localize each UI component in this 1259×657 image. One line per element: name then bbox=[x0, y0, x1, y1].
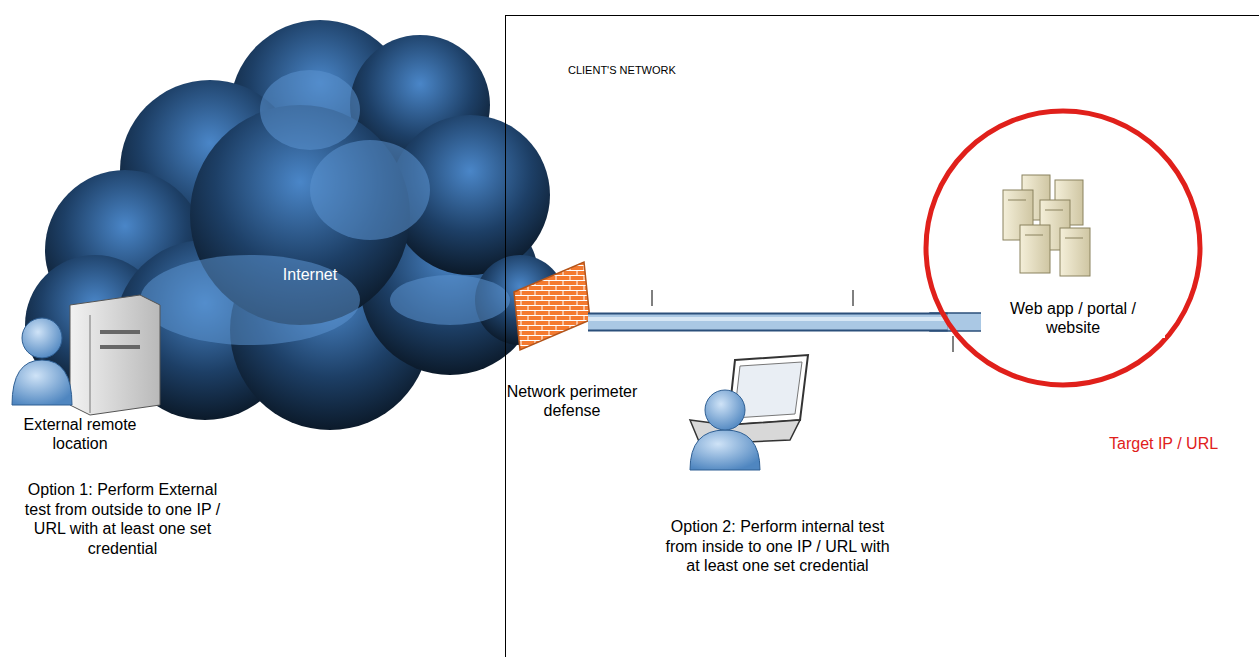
person-icon bbox=[12, 318, 72, 405]
target-label: Target IP / URL bbox=[1109, 434, 1249, 453]
cloud-label: Internet bbox=[260, 265, 360, 284]
internet-cloud bbox=[25, 20, 565, 430]
option-note: Option 2: Perform internal test from ins… bbox=[660, 517, 895, 576]
firewall-icon bbox=[514, 262, 590, 350]
option-note: Option 1: Perform External test from out… bbox=[15, 480, 230, 558]
circle-outline bbox=[923, 108, 1203, 388]
node-label: External remote location bbox=[5, 415, 155, 453]
network-boundary: Web app / portal / websiteTarget IP / UR… bbox=[505, 15, 1259, 657]
person-icon bbox=[690, 390, 760, 470]
network-bus bbox=[588, 319, 948, 322]
bus-shine bbox=[588, 317, 948, 321]
target-circle: Web app / portal / websiteTarget IP / UR… bbox=[923, 108, 1203, 388]
cloud-highlights bbox=[140, 70, 510, 345]
remote-location: External remote location bbox=[5, 290, 170, 410]
node-label: Network perimeter defense bbox=[506, 382, 638, 420]
internet-cloud: Internet bbox=[40, 20, 560, 430]
bus-fill bbox=[588, 315, 948, 330]
node-label: Web app / portal / website bbox=[981, 298, 1165, 338]
server-cluster-icon bbox=[1003, 175, 1090, 276]
region-title: CLIENT'S NETWORK bbox=[568, 64, 768, 77]
laptop-icon bbox=[690, 355, 808, 444]
firewall: Network perimeter defense bbox=[512, 258, 592, 353]
bus-outline bbox=[588, 313, 948, 332]
server-icon bbox=[70, 295, 160, 415]
